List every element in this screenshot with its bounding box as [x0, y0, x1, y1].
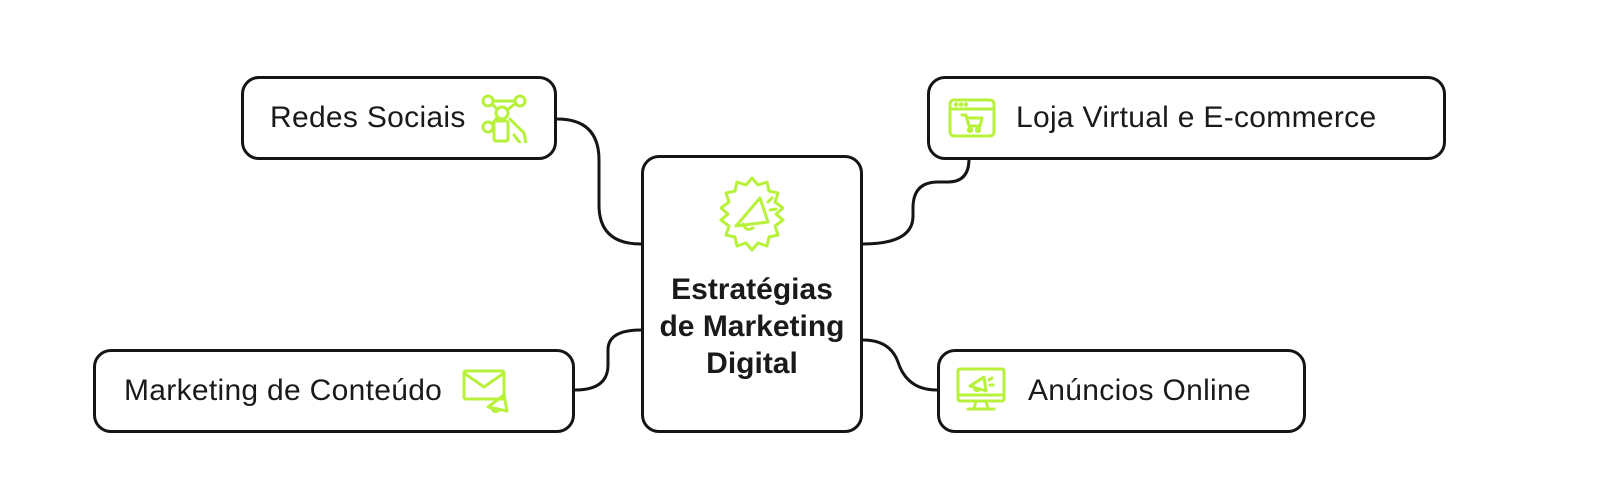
branch-label: Loja Virtual e E-commerce — [1016, 101, 1377, 134]
social-network-phone-icon — [480, 93, 530, 143]
browser-cart-icon — [948, 98, 996, 138]
connector-redes-sociais — [556, 117, 642, 246]
envelope-megaphone-icon — [462, 367, 510, 415]
branch-label: Anúncios Online — [1028, 374, 1251, 407]
central-topic: Estratégias de Marketing Digital — [641, 155, 863, 433]
megaphone-gear-icon — [712, 174, 792, 259]
connector-marketing-conteudo — [574, 328, 642, 392]
branch-label: Marketing de Conteúdo — [124, 374, 443, 407]
central-topic-title: Estratégias de Marketing Digital — [659, 273, 845, 380]
branch-redes-sociais: Redes Sociais — [241, 76, 557, 160]
monitor-megaphone-icon — [956, 367, 1006, 415]
connector-anuncios-online — [862, 338, 938, 392]
connector-loja-virtual — [862, 158, 971, 246]
branch-marketing-conteudo: Marketing de Conteúdo — [93, 349, 575, 433]
branch-anuncios-online: Anúncios Online — [937, 349, 1306, 433]
branch-loja-virtual: Loja Virtual e E-commerce — [927, 76, 1446, 160]
branch-label: Redes Sociais — [270, 101, 466, 134]
